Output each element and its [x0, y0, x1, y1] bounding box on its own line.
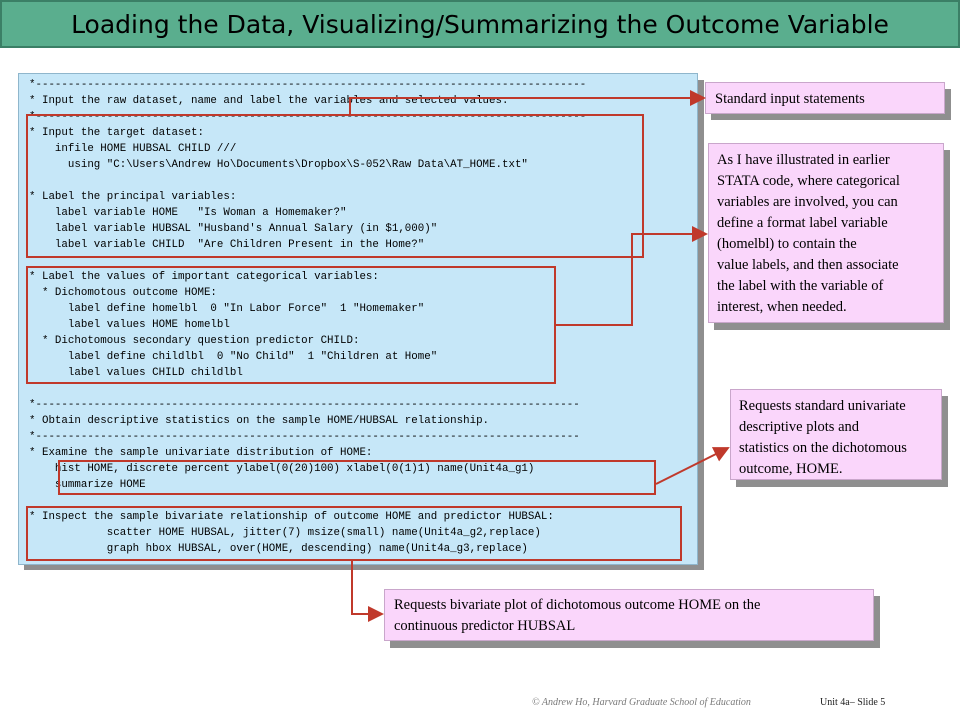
highlight-bivariate-block — [26, 506, 682, 561]
code-line: label define homelbl 0 "In Labor Force" … — [29, 303, 425, 315]
footer-credit: © Andrew Ho, Harvard Graduate School of … — [532, 697, 751, 708]
code-line: label values CHILD childlbl — [29, 367, 243, 379]
code-line: label values HOME homelbl — [29, 319, 230, 331]
code-line: * Obtain descriptive statistics on the s… — [29, 415, 490, 427]
code-line: *---------------------------------------… — [29, 431, 580, 443]
note-line: (homelbl) to contain the — [717, 236, 857, 252]
note-line: the label with the variable of — [717, 278, 884, 294]
note-line: define a format label variable — [717, 215, 888, 231]
code-line: using "C:\Users\Andrew Ho\Documents\Drop… — [29, 159, 528, 171]
title-bar: Loading the Data, Visualizing/Summarizin… — [0, 0, 960, 48]
note-line: value labels, and then associate — [717, 257, 899, 273]
code-line: * Label the values of important categori… — [29, 271, 379, 283]
note-line: outcome, HOME. — [739, 461, 843, 477]
highlight-value-labels — [26, 266, 556, 384]
slide-title: Loading the Data, Visualizing/Summarizin… — [71, 9, 889, 39]
code-line: *---------------------------------------… — [29, 79, 587, 91]
note-univariate: Requests standard univariate descriptive… — [730, 389, 942, 480]
footer-slide-number: Unit 4a– Slide 5 — [820, 697, 886, 708]
note-standard-input: Standard input statements — [705, 82, 945, 114]
note-line: Standard input statements — [715, 91, 865, 107]
code-line: label variable HUBSAL "Husband's Annual … — [29, 223, 438, 235]
code-line: label variable CHILD "Are Children Prese… — [29, 239, 425, 251]
note-line: statistics on the dichotomous — [739, 440, 907, 456]
code-line: * Dichotomous secondary question predict… — [29, 335, 360, 347]
note-line: continuous predictor HUBSAL — [394, 618, 576, 634]
highlight-input-block — [26, 114, 644, 258]
code-line: * Input the target dataset: — [29, 127, 204, 139]
code-line: summarize HOME — [29, 479, 146, 491]
code-line: *---------------------------------------… — [29, 399, 580, 411]
code-line: * Dichomotous outcome HOME: — [29, 287, 217, 299]
note-line: STATA code, where categorical — [717, 173, 900, 189]
note-line: Requests standard univariate — [739, 398, 906, 414]
code-line: infile HOME HUBSAL CHILD /// — [29, 143, 237, 155]
code-line: * Input the raw dataset, name and label … — [29, 95, 509, 107]
code-line: hist HOME, discrete percent ylabel(0(20)… — [29, 463, 535, 475]
note-line: variables are involved, you can — [717, 194, 898, 210]
note-line: descriptive plots and — [739, 419, 860, 435]
code-line: graph hbox HUBSAL, over(HOME, descending… — [29, 543, 528, 555]
note-line: interest, when needed. — [717, 299, 847, 315]
code-line: label define childlbl 0 "No Child" 1 "Ch… — [29, 351, 438, 363]
note-line: Requests bivariate plot of dichotomous o… — [394, 597, 761, 613]
note-bivariate: Requests bivariate plot of dichotomous o… — [384, 589, 874, 641]
code-line: scatter HOME HUBSAL, jitter(7) msize(sma… — [29, 527, 541, 539]
code-line: * Inspect the sample bivariate relations… — [29, 511, 554, 523]
note-line: As I have illustrated in earlier — [717, 152, 890, 168]
highlight-univariate-block — [58, 460, 656, 495]
code-line: * Label the principal variables: — [29, 191, 237, 203]
code-line: * Examine the sample univariate distribu… — [29, 447, 373, 459]
code-line: label variable HOME "Is Woman a Homemake… — [29, 207, 347, 219]
note-format-label: As I have illustrated in earlier STATA c… — [708, 143, 944, 323]
